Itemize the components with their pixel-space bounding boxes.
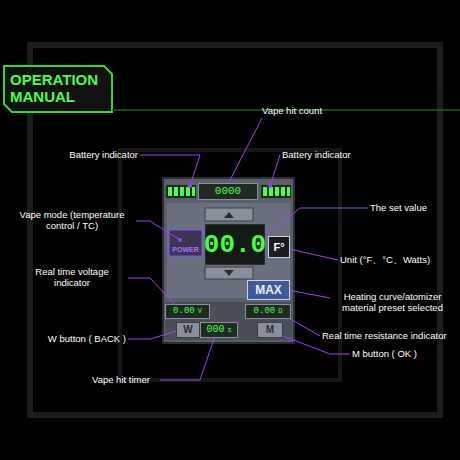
display-box: F° [268,236,290,258]
leader-line [288,290,330,298]
battery-bar [180,187,184,196]
leader-line [270,155,280,186]
battery-bar [192,187,195,196]
battery-bar [287,187,290,196]
battery-bar [275,187,279,196]
display-box: 0.00V [165,304,210,319]
display-text: s [227,327,231,334]
battery-right [261,185,291,198]
leader-line [228,118,262,184]
up-arrow [224,212,234,218]
display-text: 00.0 [204,232,266,258]
callout-label: Vape mode (temperature control / TC) [8,209,136,231]
battery-case [166,185,196,198]
leader-dot [178,238,182,242]
callout-label: M button ( OK ) [352,348,452,359]
down-button [205,267,253,279]
callout-label: Vape hit count [262,105,352,116]
leader-dot [268,184,272,188]
display-text: Ω [278,308,282,315]
display-text: V [198,308,202,315]
screen-panel [167,203,290,298]
display-text: M [266,325,274,335]
display-text: 0000 [215,186,241,197]
up-button [205,208,253,221]
display-text: W [183,325,192,335]
battery-case [261,185,291,198]
mode-icon [169,230,202,256]
callout-label: Unit (°F、°C、Watts) [340,254,458,265]
callout-label: Heating curve/atomizer material preset s… [330,291,455,313]
callout-label: Real time resistance indicator [322,330,457,341]
display-box: W [176,322,200,338]
leader-line [140,155,200,186]
display-text: 000 [206,325,224,335]
leader-line [285,248,338,260]
display-box: 0000 [198,183,258,200]
leader-line [128,330,180,339]
display-box: M [257,322,283,338]
title-panel [4,66,112,112]
callout-label: The set value [370,202,455,213]
battery-bar [281,187,285,196]
screen-bottom [165,302,292,340]
display-text: 0.00 [173,307,195,316]
callout-label: W button ( BACK ) [30,333,126,344]
battery-bar [174,187,178,196]
battery-bar [186,187,190,196]
battery-bar [269,187,273,196]
display-text: 0.00 [254,307,276,316]
callout-label: Vape hit timer [92,374,160,385]
battery-bar [263,187,267,196]
callout-label: Real time voltage indicator [18,266,126,288]
callout-label: Battery indicator [282,149,372,160]
down-arrow [224,270,234,276]
display-text: F° [273,242,284,253]
display-box: 000s [200,322,238,338]
mode-text: POWER [169,244,202,255]
display-text: MAX [255,284,282,296]
battery-left [166,185,196,198]
leader-line [160,336,215,380]
display-box: 00.0 [205,224,265,265]
leader-line [136,221,180,240]
display-box: MAX [247,280,290,300]
display-box: 0.00Ω [245,304,291,319]
battery-bar [168,187,172,196]
leader-dot [188,184,192,188]
manual-title: OPERATION MANUAL [10,71,110,105]
screen [163,178,294,343]
callout-label: Battery indicator [48,149,138,160]
